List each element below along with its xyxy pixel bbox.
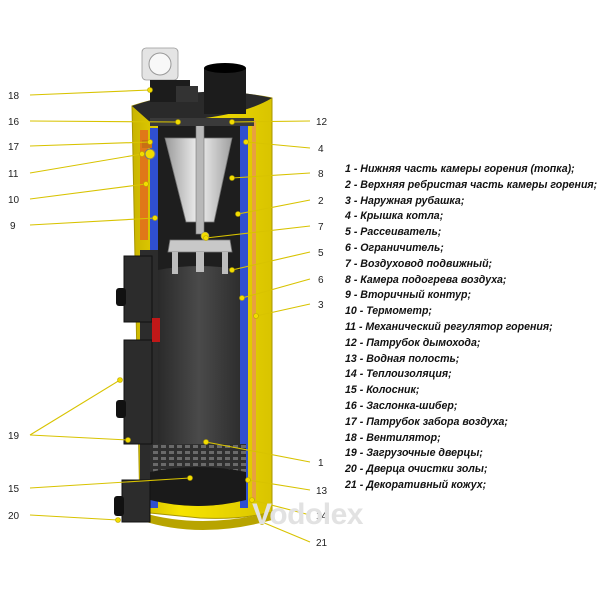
legend-item: 21 - Декоративный кожух; bbox=[345, 478, 487, 491]
thermometer bbox=[144, 148, 156, 160]
legend-item: 1 - Нижняя часть камеры горения (топка); bbox=[345, 163, 575, 175]
callout-13: 13 bbox=[316, 486, 328, 497]
legend-item: 8 - Камера подогрева воздуха; bbox=[345, 273, 507, 286]
callout-5: 5 bbox=[318, 248, 324, 259]
callout-14: 14 bbox=[316, 511, 328, 522]
callout-9: 9 bbox=[10, 221, 16, 232]
callout-15: 15 bbox=[8, 484, 20, 495]
callout-numbers: 18 16 17 11 10 9 19 15 20 12 4 8 2 7 5 6… bbox=[8, 91, 328, 549]
diffuser bbox=[167, 231, 233, 274]
callout-18: 18 bbox=[8, 91, 20, 102]
callout-4: 4 bbox=[318, 144, 324, 155]
legend-item: 19 - Загрузочные дверцы; bbox=[345, 447, 483, 460]
legend-item: 15 - Колосник; bbox=[345, 384, 420, 397]
callout-21: 21 bbox=[316, 538, 328, 549]
watermark-logo: Vodolex bbox=[252, 498, 363, 531]
legend-item: 9 - Вторичный контур; bbox=[345, 289, 471, 302]
callout-8: 8 bbox=[318, 169, 324, 180]
legend-item: 2 - Верхняя ребристая часть камеры горен… bbox=[345, 178, 598, 191]
legend-item: 20 - Дверца очистки золы; bbox=[345, 463, 488, 476]
legend-item: 14 - Теплоизоляция; bbox=[345, 368, 452, 381]
callout-20: 20 bbox=[8, 511, 20, 522]
ash-box bbox=[150, 467, 246, 506]
callout-17: 17 bbox=[8, 142, 20, 153]
callout-6: 6 bbox=[318, 275, 324, 286]
parts-legend: 1 - Нижняя часть камеры горения (топка);… bbox=[345, 162, 598, 494]
callout-10: 10 bbox=[8, 195, 20, 206]
chimney-pipe bbox=[204, 63, 246, 114]
legend-item: 18 - Вентилятор; bbox=[345, 431, 441, 444]
legend-item: 4 - Крышка котла; bbox=[345, 210, 444, 223]
legend-item: 16 - Заслонка-шибер; bbox=[345, 399, 458, 412]
legend-item: 13 - Водная полость; bbox=[345, 352, 460, 365]
ash-door bbox=[114, 479, 151, 523]
callout-2: 2 bbox=[318, 196, 324, 207]
legend-item: 17 - Патрубок забора воздуха; bbox=[345, 415, 508, 428]
legend-item: 11 - Механический регулятор горения; bbox=[345, 320, 553, 333]
callout-12: 12 bbox=[316, 117, 328, 128]
leader-lines bbox=[29, 89, 311, 543]
legend-item: 12 - Патрубок дымохода; bbox=[345, 336, 481, 349]
callout-19: 19 bbox=[8, 431, 20, 442]
legend-item: 7 - Воздуховод подвижный; bbox=[345, 257, 493, 270]
loading-doors bbox=[116, 255, 160, 445]
damper bbox=[176, 86, 198, 102]
callout-11: 11 bbox=[8, 169, 19, 180]
callout-16: 16 bbox=[8, 117, 20, 128]
callout-1: 1 bbox=[318, 458, 324, 469]
legend-item: 3 - Наружная рубашка; bbox=[345, 194, 465, 207]
legend-item: 5 - Рассеиватель; bbox=[345, 226, 442, 239]
legend-item: 6 - Ограничитель; bbox=[345, 241, 444, 254]
callout-3: 3 bbox=[318, 300, 324, 311]
callout-7: 7 bbox=[318, 222, 324, 233]
leader-dots bbox=[115, 87, 265, 525]
air-heating-cone bbox=[164, 123, 233, 235]
combustion-regulator bbox=[142, 140, 152, 148]
legend-item: 10 - Термометр; bbox=[345, 305, 432, 318]
